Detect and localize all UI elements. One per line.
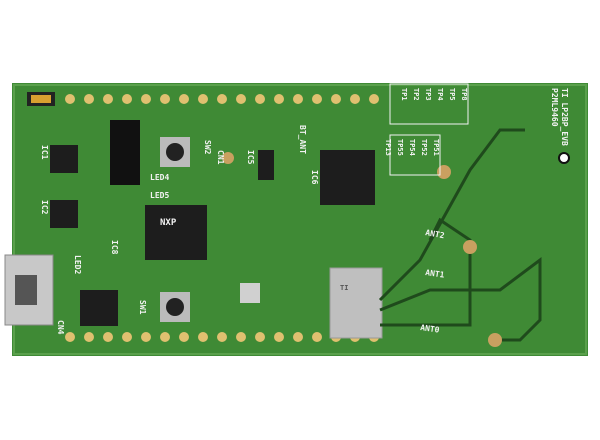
test-point-label: TP55 <box>396 139 404 156</box>
mcu-label: NXP <box>160 218 177 228</box>
header-pad <box>122 332 132 342</box>
header-pad <box>103 94 113 104</box>
ant0-label: ANT0 <box>420 323 441 335</box>
header-pad <box>84 332 94 342</box>
test-point-label: TP8 <box>460 88 468 101</box>
board-title: TI LP2BP_EVB <box>560 88 569 146</box>
antenna-trace <box>378 128 525 302</box>
header-pad <box>312 332 322 342</box>
ic1-label: IC1 <box>40 145 49 160</box>
tp-group-b: TP51 TP52 TP54 TP55 TP13 <box>384 139 440 156</box>
ant1-label: ANT1 <box>425 268 446 280</box>
header-pad <box>122 94 132 104</box>
header-pad <box>369 94 379 104</box>
antenna-connector <box>488 333 502 347</box>
header-pad <box>198 94 208 104</box>
test-point-label: TP5 <box>448 88 456 101</box>
pin-header <box>110 120 140 185</box>
fiducial-mark <box>558 152 570 164</box>
rf-module <box>329 267 383 339</box>
test-point-label: TP54 <box>408 139 416 156</box>
rf-module-label: TI <box>340 284 348 292</box>
led4-label: LED4 <box>150 173 169 182</box>
test-point-label: TP13 <box>384 139 392 156</box>
header-pad <box>255 332 265 342</box>
header-pad <box>217 332 227 342</box>
test-point-label: TP51 <box>432 139 440 156</box>
led2-label: LED2 <box>73 255 82 274</box>
ic5-chip <box>258 150 274 180</box>
ic5-label: IC5 <box>246 150 255 165</box>
header-pad <box>179 94 189 104</box>
header-pad <box>65 332 75 342</box>
header-pad <box>236 332 246 342</box>
header-pad <box>255 94 265 104</box>
cn1-label: CN1 <box>216 150 225 165</box>
header-pad <box>236 94 246 104</box>
ic8-label: IC8 <box>110 240 119 255</box>
header-pad <box>312 94 322 104</box>
header-pad <box>331 94 341 104</box>
usb-connector <box>4 254 54 326</box>
ic1-chip <box>50 145 78 173</box>
header-pad <box>160 94 170 104</box>
header-pad <box>274 332 284 342</box>
ic6-chip <box>320 150 375 205</box>
header-pad <box>84 94 94 104</box>
header-pad <box>141 94 151 104</box>
ic2-label: IC2 <box>40 200 49 215</box>
header-pad <box>103 332 113 342</box>
cn4-label: CN4 <box>56 320 65 335</box>
header-pad <box>293 332 303 342</box>
antenna-connector <box>463 240 477 254</box>
sw2-label: SW2 <box>203 140 212 155</box>
header-pad <box>65 94 75 104</box>
antenna-connector <box>437 165 451 179</box>
header-pad <box>179 332 189 342</box>
header-pad <box>141 332 151 342</box>
bt-ant-label: BT_ANT <box>298 125 307 154</box>
antenna-trace <box>379 257 542 342</box>
sw1-label: SW1 <box>138 300 147 315</box>
test-point-label: TP4 <box>436 88 444 101</box>
led5-label: LED5 <box>150 191 169 200</box>
board-part-number: P2ML9460 <box>550 88 559 127</box>
tp-group-a: TP8 TP5 TP4 TP3 TP2 TP1 <box>400 88 468 101</box>
test-point-label: TP3 <box>424 88 432 101</box>
header-pad <box>217 94 227 104</box>
header-pad <box>350 94 360 104</box>
header-pad <box>274 94 284 104</box>
mcu-chip <box>145 205 207 260</box>
ic2-chip <box>50 200 78 228</box>
test-point-label: TP2 <box>412 88 420 101</box>
ant2-label: ANT2 <box>425 228 446 240</box>
sensor-chip <box>240 283 260 303</box>
ic6-label: IC6 <box>310 170 319 185</box>
test-point-label: TP52 <box>420 139 428 156</box>
antenna-connector <box>222 152 234 164</box>
header-pads-top <box>65 94 379 104</box>
header-pad <box>293 94 303 104</box>
header-pad <box>198 332 208 342</box>
header-pad <box>160 332 170 342</box>
test-point-label: TP1 <box>400 88 408 101</box>
ic8-chip <box>80 290 118 326</box>
